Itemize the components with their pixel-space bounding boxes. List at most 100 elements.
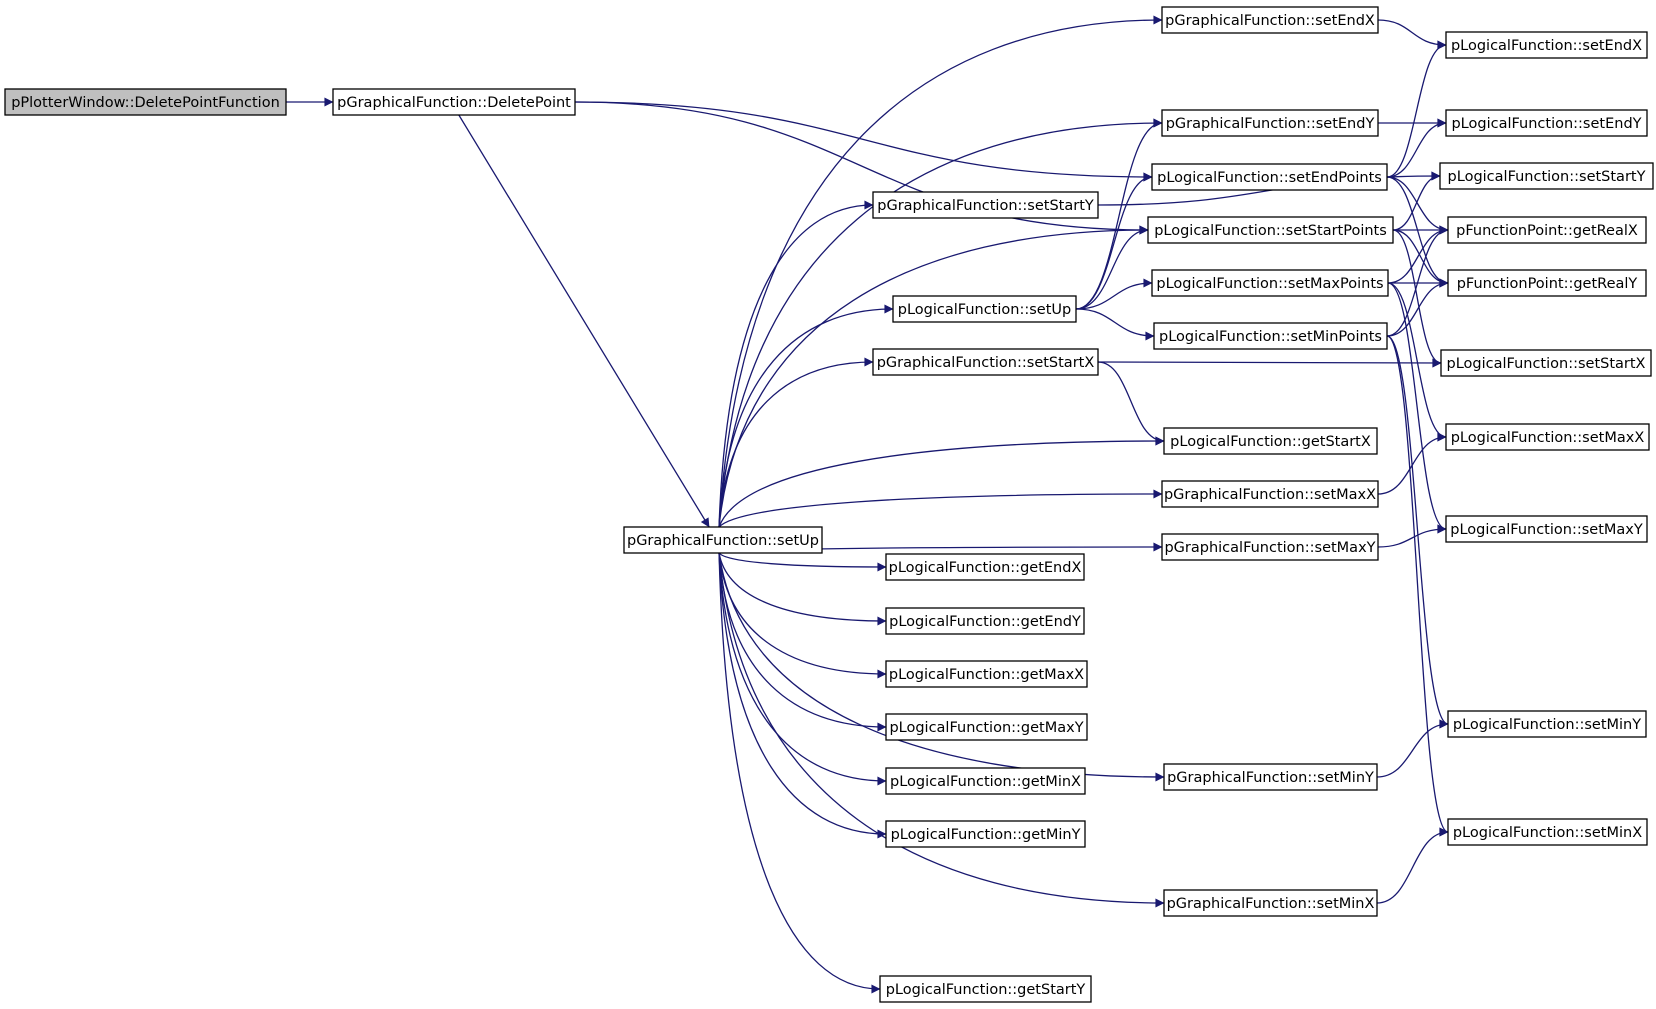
node-p-function-point-get-real-x[interactable]: pFunctionPoint::getRealX xyxy=(1447,216,1647,244)
node-p-graphical-function-set-min-x[interactable]: pGraphicalFunction::setMinX xyxy=(1163,889,1378,917)
edge-lf-setup-to-lf-setminpoints xyxy=(1075,308,1155,341)
edge-gf-setup-to-lf-getminx xyxy=(718,552,887,786)
node-label: pLogicalFunction::getMinY xyxy=(891,827,1081,843)
node-label: pGraphicalFunction::setUp xyxy=(627,533,819,549)
node-box xyxy=(885,713,1088,741)
node-p-logical-function-set-min-points[interactable]: pLogicalFunction::setMinPoints xyxy=(1153,322,1388,350)
node-p-logical-function-set-up[interactable]: pLogicalFunction::setUp xyxy=(892,295,1077,323)
node-p-logical-function-set-start-x[interactable]: pLogicalFunction::setStartX xyxy=(1440,349,1652,377)
node-p-logical-function-get-max-y[interactable]: pLogicalFunction::getMaxY xyxy=(885,713,1088,741)
edge-gf-setup-to-lf-setup xyxy=(718,304,894,528)
node-label: pGraphicalFunction::setMinX xyxy=(1167,896,1375,912)
node-p-logical-function-get-start-x[interactable]: pLogicalFunction::getStartX xyxy=(1163,427,1378,455)
node-p-graphical-function-set-start-x[interactable]: pGraphicalFunction::setStartX xyxy=(872,348,1099,376)
edge-gf-setup-to-lf-getmaxy xyxy=(718,552,887,732)
edge-lf-setminpoints-to-lf-setminx xyxy=(1386,335,1449,837)
node-box xyxy=(1445,423,1650,451)
edge-lf-setendpoints-to-lf-setendy xyxy=(1386,118,1447,178)
edge-gf-setup-to-lf-getminy xyxy=(718,552,887,839)
node-label: pGraphicalFunction::setMaxY xyxy=(1164,540,1375,556)
edge-gf-setstartx-to-lf-getstartx xyxy=(1097,361,1165,446)
node-p-logical-function-set-end-points[interactable]: pLogicalFunction::setEndPoints xyxy=(1151,163,1388,191)
node-box xyxy=(1439,162,1654,190)
edge-lf-setminpoints-to-fp-getrealx xyxy=(1386,225,1449,337)
node-box xyxy=(1163,427,1378,455)
edge-gf-setup-to-lf-getendy xyxy=(718,552,887,626)
node-box xyxy=(1161,6,1379,34)
node-p-logical-function-set-start-points[interactable]: pLogicalFunction::setStartPoints xyxy=(1147,216,1394,244)
node-box xyxy=(1440,349,1652,377)
node-box xyxy=(1161,480,1379,508)
node-p-graphical-function-set-max-y[interactable]: pGraphicalFunction::setMaxY xyxy=(1161,533,1379,561)
node-p-logical-function-set-max-x[interactable]: pLogicalFunction::setMaxX xyxy=(1445,423,1650,451)
edge-gf-setup-to-gf-setstarty xyxy=(718,200,874,528)
node-label: pGraphicalFunction::DeletePoint xyxy=(337,95,571,111)
edge-lf-setmaxpoints-to-fp-getrealx xyxy=(1387,225,1449,284)
node-p-logical-function-set-max-points[interactable]: pLogicalFunction::setMaxPoints xyxy=(1151,269,1389,297)
node-label: pLogicalFunction::getMaxY xyxy=(889,720,1083,736)
node-box xyxy=(1163,763,1378,791)
node-p-logical-function-get-end-y[interactable]: pLogicalFunction::getEndY xyxy=(885,607,1085,635)
node-p-graphical-function-set-max-x[interactable]: pGraphicalFunction::setMaxX xyxy=(1161,480,1379,508)
node-label: pLogicalFunction::setEndX xyxy=(1451,38,1642,54)
node-label: pGraphicalFunction::setEndY xyxy=(1166,116,1375,132)
node-p-logical-function-set-end-y[interactable]: pLogicalFunction::setEndY xyxy=(1445,109,1648,137)
node-p-logical-function-get-max-x[interactable]: pLogicalFunction::getMaxX xyxy=(885,660,1088,688)
node-p-graphical-function-delete-point[interactable]: pGraphicalFunction::DeletePoint xyxy=(332,88,576,116)
edge-gf-setminy-to-lf-setminy xyxy=(1376,719,1449,778)
edge-gf-setup-to-lf-getstarty xyxy=(718,552,881,994)
edge-gf-setup-to-lf-setstartpoints xyxy=(718,225,1149,528)
node-label: pPlotterWindow::DeletePointFunction xyxy=(11,95,280,111)
node-box xyxy=(885,553,1085,581)
node-label: pLogicalFunction::setEndY xyxy=(1451,116,1641,132)
edge-gf-setminx-to-lf-setminx xyxy=(1376,827,1449,904)
node-p-logical-function-set-end-x[interactable]: pLogicalFunction::setEndX xyxy=(1445,31,1648,59)
node-label: pLogicalFunction::setUp xyxy=(898,302,1071,318)
edge-lf-setup-to-lf-setmaxpoints xyxy=(1075,278,1153,310)
node-label: pLogicalFunction::setMinX xyxy=(1453,825,1642,841)
node-label: pLogicalFunction::setStartPoints xyxy=(1154,223,1387,239)
node-label: pLogicalFunction::setStartX xyxy=(1447,356,1646,372)
node-p-logical-function-get-min-x[interactable]: pLogicalFunction::getMinX xyxy=(885,767,1086,795)
node-p-logical-function-get-end-x[interactable]: pLogicalFunction::getEndX xyxy=(885,553,1085,581)
node-label: pLogicalFunction::setMaxY xyxy=(1450,522,1643,538)
edge-lf-setstartpoints-to-lf-setstarty xyxy=(1392,171,1441,231)
node-p-logical-function-get-start-y[interactable]: pLogicalFunction::getStartY xyxy=(879,975,1092,1003)
node-p-graphical-function-set-up[interactable]: pGraphicalFunction::setUp xyxy=(623,526,823,554)
node-label: pFunctionPoint::getRealY xyxy=(1457,276,1638,292)
node-box xyxy=(1151,269,1389,297)
node-p-logical-function-set-min-x[interactable]: pLogicalFunction::setMinX xyxy=(1447,818,1648,846)
node-label: pLogicalFunction::getEndY xyxy=(889,614,1081,630)
node-p-function-point-get-real-y[interactable]: pFunctionPoint::getRealY xyxy=(1447,269,1647,297)
node-p-graphical-function-set-min-y[interactable]: pGraphicalFunction::setMinY xyxy=(1163,763,1378,791)
edge-gf-setup-to-gf-setminx xyxy=(718,552,1165,908)
node-p-graphical-function-set-start-y[interactable]: pGraphicalFunction::setStartY xyxy=(872,191,1099,219)
node-p-logical-function-set-max-y[interactable]: pLogicalFunction::setMaxY xyxy=(1445,515,1648,543)
node-p-graphical-function-set-end-y[interactable]: pGraphicalFunction::setEndY xyxy=(1161,109,1379,137)
node-label: pGraphicalFunction::setMaxX xyxy=(1164,487,1376,503)
node-box xyxy=(879,975,1092,1003)
node-box xyxy=(1447,269,1647,297)
node-label: pLogicalFunction::getMinX xyxy=(890,774,1081,790)
node-p-logical-function-set-start-y[interactable]: pLogicalFunction::setStartY xyxy=(1439,162,1654,190)
edge-gf-setup-to-gf-setstartx xyxy=(718,357,874,528)
node-box xyxy=(872,191,1099,219)
node-box xyxy=(1161,109,1379,137)
node-box xyxy=(1147,216,1394,244)
edge-gf-setstartx-to-lf-setstartx xyxy=(1097,358,1442,368)
node-p-logical-function-set-min-y[interactable]: pLogicalFunction::setMinY xyxy=(1447,710,1647,738)
node-box xyxy=(1151,163,1388,191)
node-box xyxy=(1445,515,1648,543)
edge-lf-setup-to-lf-setendpoints xyxy=(1075,172,1153,310)
node-box xyxy=(1163,889,1378,917)
node-p-logical-function-get-min-y[interactable]: pLogicalFunction::getMinY xyxy=(885,820,1086,848)
node-p-graphical-function-set-end-x[interactable]: pGraphicalFunction::setEndX xyxy=(1161,6,1379,34)
edge-lf-setminpoints-to-fp-getrealy xyxy=(1386,278,1449,337)
edge-gf-setup-to-lf-getstartx xyxy=(718,436,1165,528)
node-label: pLogicalFunction::getEndX xyxy=(889,560,1082,576)
node-p-plotter-window-delete-point-function[interactable]: pPlotterWindow::DeletePointFunction xyxy=(4,88,287,116)
edge-gf-setmaxy-to-lf-setmaxy xyxy=(1377,524,1447,548)
node-box xyxy=(1447,216,1647,244)
